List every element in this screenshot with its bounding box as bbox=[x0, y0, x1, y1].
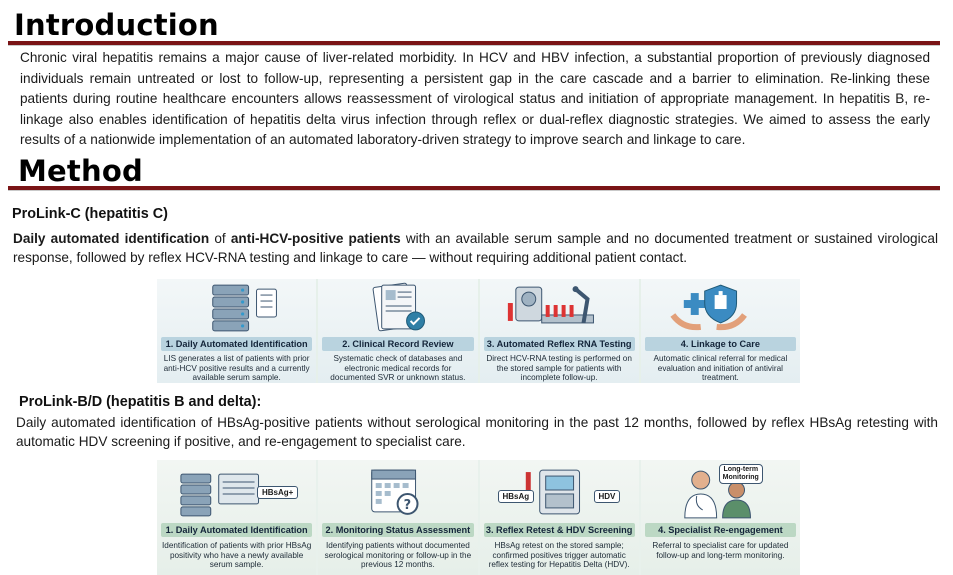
doctor-patient-icon bbox=[684, 470, 751, 519]
prolink-c-step-4-desc: Automatic clinical referral for medical … bbox=[653, 354, 788, 383]
prolink-c-step-2-desc: Systematic check of databases and electr… bbox=[330, 354, 466, 383]
prolink-bd-step-4-label: 4. Specialist Re-engagement bbox=[644, 523, 796, 537]
prolink-c-heading: ProLink-C (hepatitis C) bbox=[12, 206, 168, 222]
prolink-bd-step-3-label: 3. Reflex Retest & HDV Screening bbox=[483, 523, 635, 537]
hbsag-plus-callout: HBsAg+ bbox=[257, 486, 299, 499]
prolink-c-text: Daily automated identification of anti-H… bbox=[13, 229, 938, 268]
prolink-c-bold-1: Daily automated identification bbox=[13, 231, 210, 246]
prolink-bd-step-3: HBsAg HDV 3. Reflex Retest & HDV Screeni… bbox=[479, 460, 639, 575]
prolink-bd-step-2-desc: Identifying patients without documented … bbox=[324, 541, 472, 570]
prolink-c-step-3-label: 3. Automated Reflex RNA Testing bbox=[483, 337, 635, 351]
prolink-c-text-2: of bbox=[209, 231, 231, 246]
prolink-c-step-1: 1. Daily Automated Identification LIS ge… bbox=[157, 279, 317, 383]
prolink-c-step-3-desc: Direct HCV-RNA testing is performed on t… bbox=[486, 354, 632, 383]
prolink-c-step-2-label: 2. Clinical Record Review bbox=[322, 337, 474, 351]
prolink-bd-step-3-desc: HBsAg retest on the stored sample; confi… bbox=[488, 541, 630, 570]
hdv-callout: HDV bbox=[593, 490, 621, 503]
prolink-c-step-4-label: 4. Linkage to Care bbox=[644, 337, 796, 351]
method-divider bbox=[8, 186, 940, 191]
lab-analyzer-icon bbox=[525, 469, 580, 515]
prolink-c-infographic: 1. Daily Automated Identification LIS ge… bbox=[157, 279, 800, 383]
medical-record-icon bbox=[372, 282, 426, 332]
prolink-bd-step-4: Long-term Monitoring 4. Specialist Re-en… bbox=[640, 460, 800, 575]
prolink-c-text-4: with an available serum sample and no do… bbox=[13, 231, 939, 266]
prolink-c-step-4: 4. Linkage to Care Automatic clinical re… bbox=[640, 279, 800, 383]
prolink-bd-step-4-desc: Referral to specialist care for updated … bbox=[652, 541, 789, 560]
prolink-c-step-1-label: 1. Daily Automated Identification bbox=[161, 337, 313, 351]
prolink-c-step-2: 2. Clinical Record Review Systematic che… bbox=[318, 279, 478, 383]
prolink-c-step-3: 3. Automated Reflex RNA Testing Direct H… bbox=[479, 279, 639, 383]
server-stack-icon bbox=[212, 284, 277, 332]
svg-text:?: ? bbox=[404, 498, 412, 513]
prolink-bd-step-1-label: 1. Daily Automated Identification bbox=[161, 523, 313, 537]
introduction-text: Chronic viral hepatitis remains a major … bbox=[20, 50, 930, 148]
prolink-c-step-1-desc: LIS generates a list of patients with pr… bbox=[163, 354, 310, 383]
introduction-divider bbox=[8, 41, 940, 46]
prolink-bd-step-1: HBsAg+ 1. Daily Automated Identification… bbox=[157, 460, 317, 575]
lab-robot-icon bbox=[507, 286, 594, 324]
calendar-question-icon: ? bbox=[371, 469, 419, 515]
prolink-bd-heading: ProLink-B/D (hepatitis B and delta): bbox=[19, 394, 262, 410]
prolink-c-bold-3: anti-HCV-positive patients bbox=[230, 231, 401, 246]
prolink-bd-step-2-label: 2. Monitoring Status Assessment bbox=[322, 523, 474, 537]
method-title: Method bbox=[18, 154, 143, 188]
introduction-title: Introduction bbox=[14, 8, 219, 42]
prolink-bd-step-2: ? 2. Monitoring Status Assessment Identi… bbox=[318, 460, 478, 575]
long-term-monitoring-callout: Long-term Monitoring bbox=[718, 464, 763, 484]
prolink-bd-text: Daily automated identification of HBsAg-… bbox=[16, 415, 938, 450]
hands-shield-icon bbox=[670, 284, 747, 331]
prolink-bd-infographic: HBsAg+ 1. Daily Automated Identification… bbox=[157, 460, 800, 575]
prolink-bd-step-1-desc: Identification of patients with prior HB… bbox=[161, 541, 312, 570]
hbsag-callout: HBsAg bbox=[497, 490, 535, 503]
